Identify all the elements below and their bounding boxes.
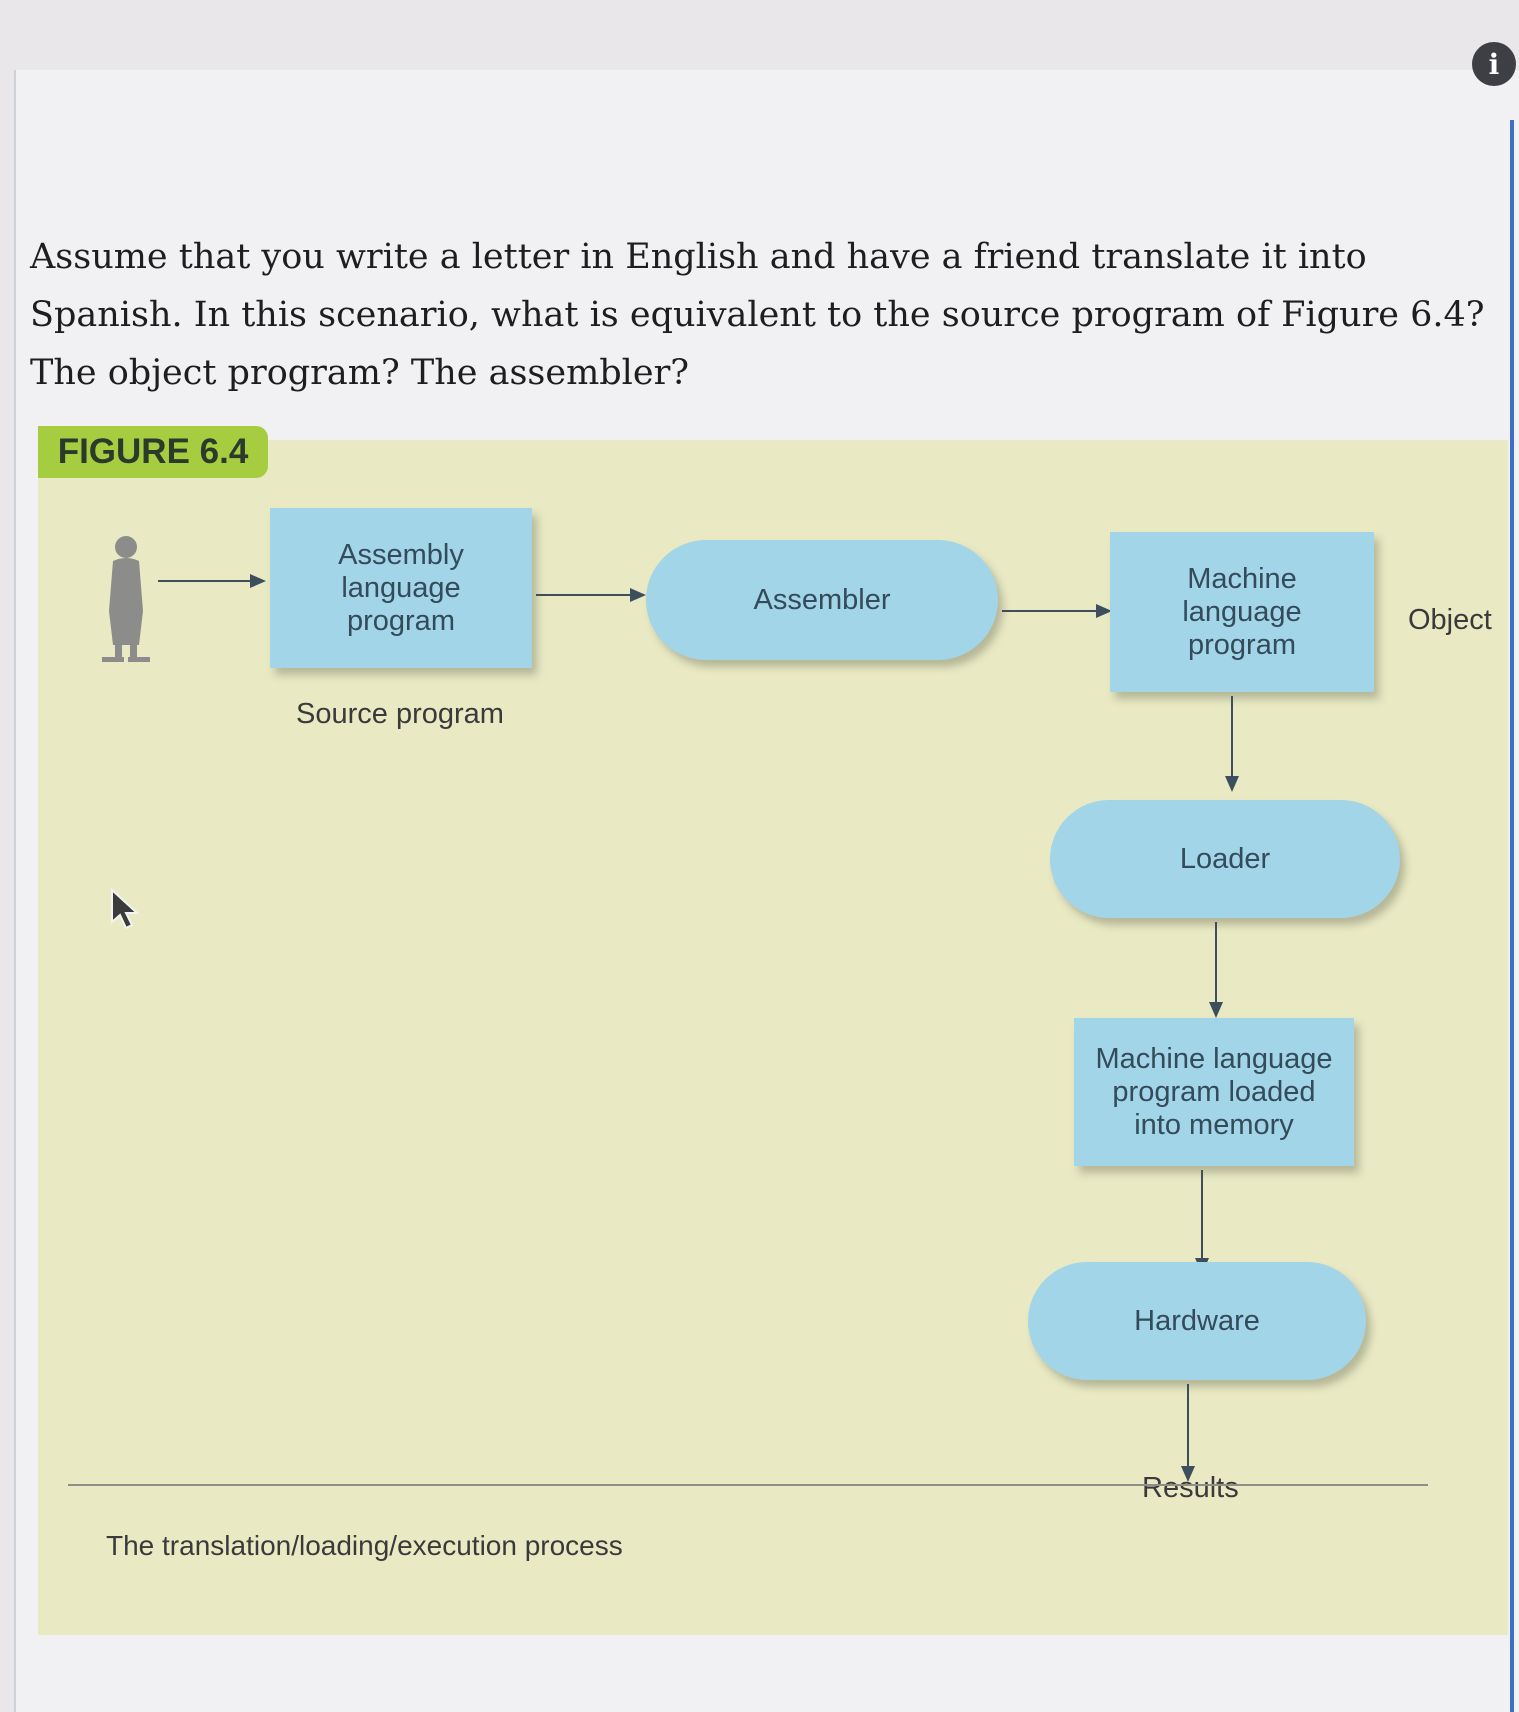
arrowhead <box>1181 1466 1195 1482</box>
arrow-machine-program-to-loader <box>1231 696 1233 778</box>
arrowhead <box>630 588 646 602</box>
arrowhead <box>1096 604 1112 618</box>
info-icon[interactable]: i <box>1472 42 1516 86</box>
label-source-program: Source program <box>296 698 504 730</box>
node-program-loaded-into-memory: Machine language program loaded into mem… <box>1074 1018 1354 1166</box>
arrowhead <box>1225 776 1239 792</box>
arrow-assembler-to-machine-program <box>1002 610 1098 612</box>
arrowhead <box>250 574 266 588</box>
question-text: Assume that you write a letter in Englis… <box>30 237 1485 393</box>
arrow-loader-to-loaded-program <box>1215 922 1217 1004</box>
figure-caption: The translation/loading/execution proces… <box>106 1530 623 1561</box>
arrow-person-to-source <box>158 580 252 582</box>
node-machine-language-program: Machine language program <box>1110 532 1374 692</box>
person-icon <box>102 536 150 662</box>
label-object: Object <box>1408 604 1492 636</box>
node-assembler: Assembler <box>646 540 998 660</box>
arrow-loaded-program-to-hardware <box>1201 1170 1203 1260</box>
node-loader: Loader <box>1050 800 1400 918</box>
node-hardware: Hardware <box>1028 1262 1366 1380</box>
caption-divider <box>68 1484 1428 1486</box>
cursor-arrow-icon <box>111 888 140 930</box>
arrowhead <box>1209 1002 1223 1018</box>
arrow-source-to-assembler <box>536 594 632 596</box>
label-results: Results <box>1142 1472 1239 1504</box>
figure-tag: FIGURE 6.4 <box>38 426 268 478</box>
node-assembly-language-program: Assembly language program <box>270 508 532 668</box>
page-right-border <box>1510 120 1514 1712</box>
arrow-hardware-to-results <box>1187 1384 1189 1468</box>
